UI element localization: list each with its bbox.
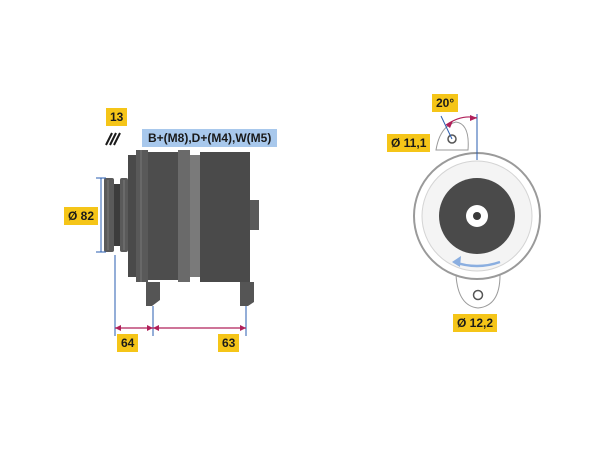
rear-housing bbox=[200, 152, 259, 282]
angle-annotation bbox=[440, 114, 478, 160]
dim-rear-label: 63 bbox=[218, 334, 240, 352]
terminals-label: B+(M8),D+(M4),W(M5) bbox=[142, 129, 278, 147]
pulley-diameter-label: Ø 82 bbox=[64, 207, 99, 225]
top-hole-label: Ø 11,1 bbox=[387, 134, 431, 152]
dimension-lines bbox=[96, 177, 247, 336]
front-housing bbox=[128, 150, 178, 282]
rotation-arrow-icon bbox=[452, 256, 501, 268]
pulley bbox=[104, 178, 128, 252]
side-view bbox=[96, 132, 259, 336]
pulley-grooves-label: 13 bbox=[106, 108, 128, 126]
stator bbox=[178, 150, 200, 282]
front-view bbox=[413, 114, 541, 309]
hatch-icon bbox=[105, 132, 121, 146]
bottom-hole-label: Ø 12,2 bbox=[453, 314, 498, 332]
dim-front-label: 64 bbox=[117, 334, 139, 352]
angle-label: 20° bbox=[432, 94, 459, 112]
mounting-lugs bbox=[435, 121, 501, 309]
mounting-feet bbox=[146, 282, 254, 306]
